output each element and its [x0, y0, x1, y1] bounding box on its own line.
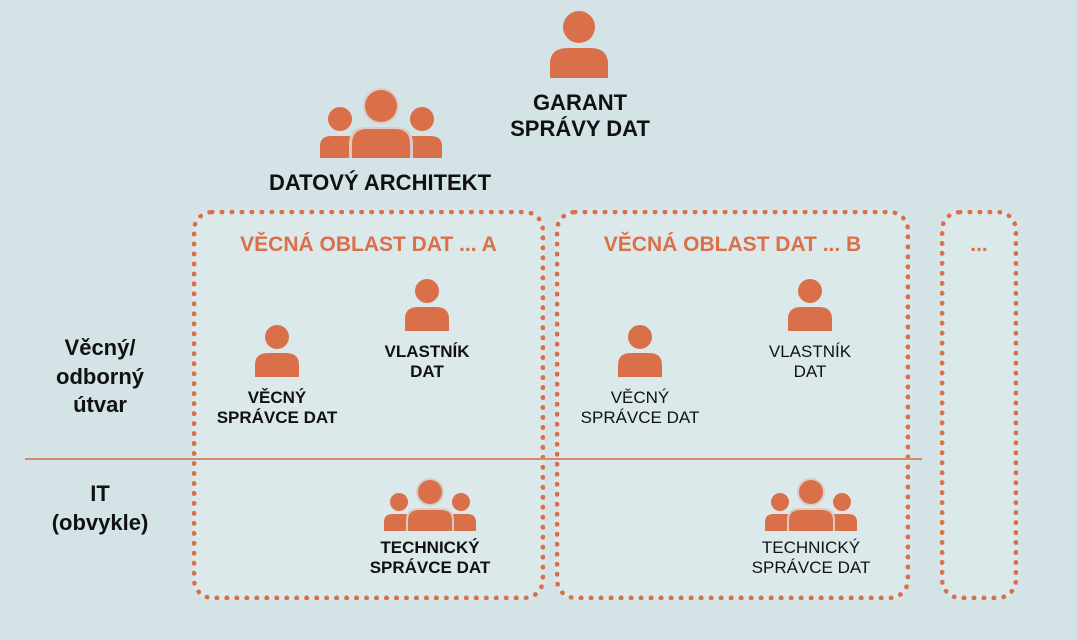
area-a-vlastnik-line1: VLASTNÍK — [384, 342, 470, 361]
row-label-it-line1: IT — [90, 481, 110, 506]
row-label-vecny-line1: Věcný/ — [64, 335, 136, 360]
area-b-technicky-line1: TECHNICKÝ — [761, 538, 861, 557]
row-label-it: IT (obvykle) — [20, 480, 180, 537]
area-more-title: ... — [970, 233, 988, 256]
row-divider — [25, 458, 922, 460]
garant-label-line2: SPRÁVY DAT — [510, 116, 650, 142]
area-a-vecny-spravce-icon — [254, 323, 300, 377]
area-b-vecny-spravce-icon — [617, 323, 663, 377]
area-a-vlastnik-icon — [404, 277, 450, 331]
area-a-title: VĚCNÁ OBLAST DAT ... A — [240, 233, 497, 256]
area-b-technicky-group-icon — [765, 477, 857, 531]
area-b-technicky-line2: SPRÁVCE DAT — [751, 558, 871, 578]
area-b-vecny-spravce-line2: SPRÁVCE DAT — [580, 408, 700, 428]
area-a-vecny-spravce-label: VĚCNÝ SPRÁVCE DAT — [197, 388, 357, 429]
area-a-technicky-group-icon — [384, 477, 476, 531]
area-a-technicky-line2: SPRÁVCE DAT — [369, 558, 491, 578]
architekt-label: DATOVÝ ARCHITEKT — [268, 170, 492, 195]
row-label-vecny-line3: útvar — [73, 392, 127, 418]
garant-person-icon — [548, 8, 610, 78]
area-a-vlastnik-label: VLASTNÍK DAT — [357, 342, 497, 383]
row-label-vecny-line2: odborný — [56, 363, 144, 389]
architekt-group-icon — [320, 86, 442, 158]
area-b-vlastnik-line1: VLASTNÍK — [768, 342, 852, 361]
area-a-technicky-line1: TECHNICKÝ — [380, 538, 480, 557]
area-a-vecny-spravce-line1: VĚCNÝ — [247, 388, 307, 407]
area-b-vecny-spravce-line1: VĚCNÝ — [610, 388, 670, 407]
area-b-title: VĚCNÁ OBLAST DAT ... B — [603, 233, 862, 256]
row-label-it-line2: (obvykle) — [51, 509, 149, 535]
area-b-technicky-label: TECHNICKÝ SPRÁVCE DAT — [731, 538, 891, 579]
area-b: VĚCNÁ OBLAST DAT ... B — [555, 210, 910, 600]
garant-label: GARANT SPRÁVY DAT — [480, 90, 680, 143]
area-b-vlastnik-icon — [787, 277, 833, 331]
area-a-technicky-label: TECHNICKÝ SPRÁVCE DAT — [350, 538, 510, 579]
area-a-vecny-spravce-line2: SPRÁVCE DAT — [216, 408, 338, 428]
area-b-vecny-spravce-label: VĚCNÝ SPRÁVCE DAT — [560, 388, 720, 429]
area-b-vlastnik-line2: DAT — [793, 362, 827, 382]
area-more: ... — [940, 210, 1018, 600]
area-b-vlastnik-label: VLASTNÍK DAT — [740, 342, 880, 383]
area-a-vlastnik-line2: DAT — [410, 362, 444, 382]
garant-label-line1: GARANT — [532, 90, 628, 115]
row-label-vecny: Věcný/ odborný útvar — [20, 334, 180, 420]
area-a: VĚCNÁ OBLAST DAT ... A — [192, 210, 545, 600]
